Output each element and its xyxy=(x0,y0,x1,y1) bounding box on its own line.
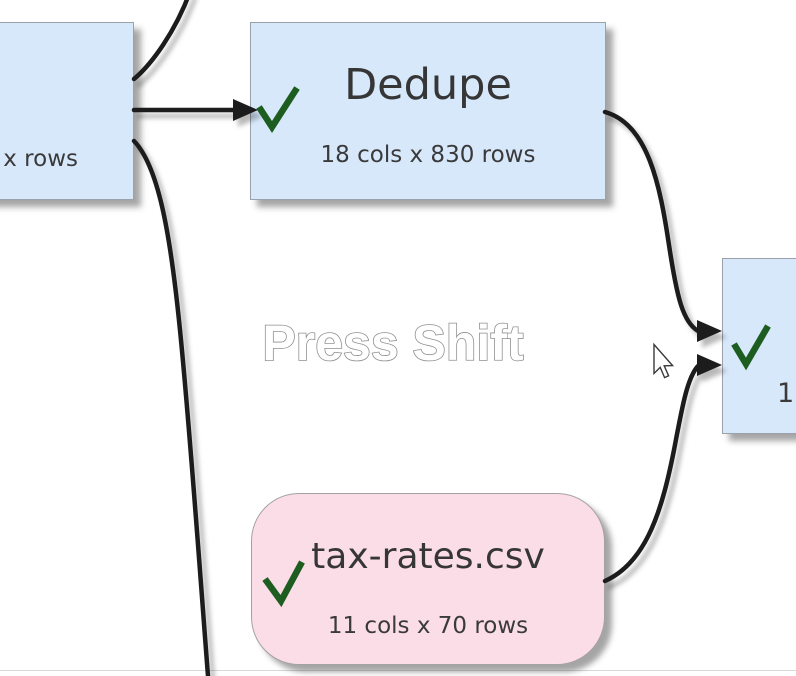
connector-top-to-left-node[interactable] xyxy=(131,0,190,82)
node-left-partial[interactable]: x rows xyxy=(0,22,134,200)
connector-left-node-down[interactable] xyxy=(131,138,211,676)
node-tax-rates-csv[interactable]: tax-rates.csv 11 cols x 70 rows xyxy=(251,493,605,665)
node-title: tax-rates.csv xyxy=(311,536,545,577)
node-right-partial[interactable]: 1 xyxy=(722,258,796,434)
arrowhead-icon xyxy=(697,320,722,342)
arrowhead-icon xyxy=(697,354,722,376)
arrowhead-icon xyxy=(233,99,258,121)
node-subtitle: 1 xyxy=(777,378,795,409)
press-shift-watermark: Press Shift xyxy=(262,315,524,371)
connector-dedupe-to-right[interactable] xyxy=(602,109,701,334)
node-dedupe[interactable]: Dedupe 18 cols x 830 rows xyxy=(250,22,606,200)
arrow-pointer-icon xyxy=(653,342,675,379)
canvas-bottom-border xyxy=(0,670,796,671)
connector-taxrates-to-right[interactable] xyxy=(602,363,701,584)
node-subtitle: 18 cols x 830 rows xyxy=(320,142,536,168)
node-subtitle: x rows xyxy=(3,146,78,172)
node-subtitle: 11 cols x 70 rows xyxy=(327,613,529,639)
node-title: Dedupe xyxy=(344,60,512,110)
